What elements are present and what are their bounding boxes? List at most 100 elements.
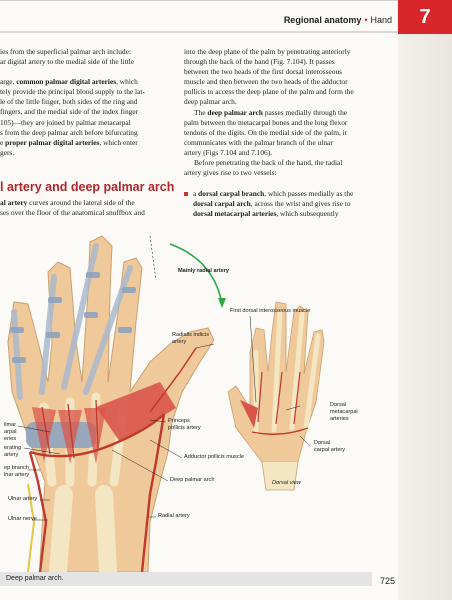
hand-illustration [7,235,325,581]
text-fragment: , which subsequently [276,209,339,219]
bullet-square-icon [184,192,188,196]
label-princeps-1: Princeps [168,418,190,424]
adductor-pollicis-muscle [96,382,176,442]
header-chapter-name: Hand [370,15,392,25]
deep-palmar-arch [29,413,165,458]
text-line: gers. [0,147,15,157]
text-fragment: , which [116,77,138,87]
radialis-indicis-artery-vessel [149,347,197,413]
label-dorsal-metacarpal-3: arteries [330,416,349,422]
palmar-hand [7,235,215,581]
text-line-radial-artery: al artery curves around the lateral side… [0,198,172,208]
text-line: a dorsal carpal branch, which passes med… [193,189,398,199]
label-palmar-metacarpal-3: eries [4,436,17,442]
header-section: Regional anatomy [283,15,362,25]
text-line: le of the little finger, both sides of t… [0,97,138,107]
text-line: through the back of the hand (Fig. 7.104… [184,57,335,67]
text-fragment: e [0,137,6,147]
leader-lines [17,315,311,521]
forearm-bones [49,485,117,581]
anatomical-figure: Mainly radial artery First dorsal intero… [0,232,398,581]
label-radial-artery: Radial artery [158,513,190,519]
text-line: muscle and then between the two heads of… [184,77,348,87]
text-line: artery (Figs 7.104 and 7.106). [184,147,273,157]
label-dorsal-carpal-1: Dorsal [314,440,331,446]
text-line: pollicis to access the deep plane of the… [184,87,354,97]
text-line-deep-palmar-arch: The deep palmar arch passes medially thr… [184,108,398,118]
bullet-text: a dorsal carpal branch, which passes med… [193,189,398,219]
text-line: ses over the floor of the anatomical snu… [0,208,145,218]
term-radial-artery: al artery [0,198,28,207]
palmar-metacarpal-arteries [41,399,99,459]
text-line: palm between the metacarpal bones and th… [184,117,348,127]
label-mainly-radial-artery: Mainly radial artery [178,268,229,274]
text-line: between the two heads of the first dorsa… [184,67,343,77]
text-line: ies from the superficial palmar arch inc… [0,47,131,56]
first-dorsal-interosseous [240,400,258,428]
label-radialis-indicis-2: artery [172,339,187,345]
label-ulnar-nerve: Ulnar nerve [8,516,37,522]
label-dorsal-metacarpal-1: Dorsal [330,402,347,408]
term-dorsal-metacarpal-arteries: dorsal metacarpal arteries [193,209,277,219]
text-line: Before penetrating the back of the hand,… [194,158,343,168]
text-line: 105)—they are joined by palmar metacarpa… [0,117,131,127]
text-line: dorsal metacarpal arteries, which subseq… [193,209,398,219]
text-line: fingers, and the medial side of the inde… [0,107,139,117]
text-fragment: , which passes medially as the [264,189,354,198]
interosseous-muscles [32,407,106,464]
figure-caption: Deep palmar arch. [0,572,372,586]
blank-line [0,67,172,77]
text-line-common-palmar-digital: arge, common palmar digital arteries, wh… [0,77,172,87]
label-adductor-pollicis: Adductor pollicis muscle [184,454,245,460]
term-dorsal-carpal-arch: dorsal carpal arch [193,199,251,209]
text-line: communicates with the palmar branch of t… [184,137,333,147]
text-line-proper-palmar-digital: e proper palmar digital arteries, which … [0,138,172,148]
label-first-dorsal-interosseous: First dorsal interosseous muscle [230,308,311,314]
ulnar-nerve-vessel [27,483,36,573]
label-perforating-1: erating [4,445,22,451]
section-heading: l artery and deep palmar arch [0,180,175,194]
dorsal-bones [253,309,321,435]
term-dorsal-carpal-branch: dorsal carpal branch [198,189,265,198]
arrow-head-icon [218,298,226,308]
label-princeps-2: pollicis artery [168,425,201,431]
label-deep-branch-1: ep branch [4,465,29,471]
label-palmar-metacarpal-1: ilmar [4,422,17,428]
text-fragment: The [194,107,208,117]
left-column-text: ies from the superficial palmar arch inc… [0,47,172,158]
text-line: into the deep plane of the palm by penet… [184,47,351,56]
chapter-tab: 7 [398,0,452,34]
label-palmar-metacarpal-2: arpal [4,429,17,435]
label-dorsal-carpal-2: carpal artery [314,447,346,453]
label-deep-branch-2: lnar artery [4,472,30,478]
text-fragment: arge, [0,77,17,87]
text-line: ar digital artery to the medial side of … [0,57,135,67]
dorsal-carpal-arch-vessel [251,427,309,435]
dorsal-forearm [261,461,299,491]
text-fragment: passes medially through the [262,107,348,117]
running-header: Regional anatomy•Hand [200,15,392,25]
text-line: tendons of the digits. On the medial sid… [184,127,347,137]
label-deep-palmar-arch: Deep palmar arch [170,477,215,483]
text-fragment: a [193,189,199,198]
text-line: artery gives rise to two vessels: [184,168,277,178]
term-deep-palmar-arch: deep palmar arch [207,107,263,117]
page-number: 725 [380,576,396,586]
ulnar-artery-vessel [28,451,48,573]
text-line: dorsal carpal arch, across the wrist and… [193,199,398,209]
right-column-text: into the deep plane of the palm by penet… [184,47,398,178]
section-text: al artery curves around the lateral side… [0,198,172,218]
term-proper-palmar-digital-arteries: proper palmar digital arteries [5,137,100,147]
text-fragment: curves around the lateral side of the [27,198,135,207]
label-dorsal-metacarpal-2: metacarpal [330,409,358,415]
text-line: deep palmar arch. [184,97,237,107]
label-perforating-2: artery [4,452,19,458]
pointer-line-main [149,235,157,281]
header-rule [0,31,398,33]
term-common-palmar-digital-arteries: common palmar digital arteries [16,77,117,87]
text-fragment: , across the wrist and gives rise to [250,199,351,209]
text-fragment: , which enter [99,137,138,147]
radial-artery-arrow [169,243,223,305]
bullet-dorsal-carpal: a dorsal carpal branch, which passes med… [184,189,398,219]
text-line: s from the deep palmar arch before bifur… [0,127,138,137]
